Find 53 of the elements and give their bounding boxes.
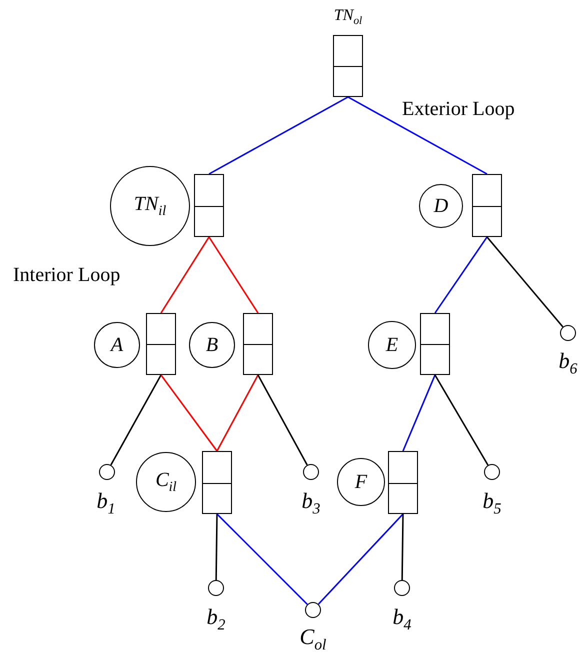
tree-edge xyxy=(402,374,436,452)
node-label: F xyxy=(354,470,368,494)
tree-edge xyxy=(401,514,404,580)
node-circle xyxy=(337,458,385,506)
leaf-circle xyxy=(303,464,319,480)
tree-edge xyxy=(486,236,564,328)
node-label: E xyxy=(386,334,398,356)
leaf-circle xyxy=(208,580,224,596)
split-box xyxy=(420,313,450,375)
leaf-circle xyxy=(305,602,321,618)
tree-edge xyxy=(434,374,489,466)
node-caption: b$_{6}$ xyxy=(558,350,578,377)
tree-edge xyxy=(208,236,259,314)
node-circle xyxy=(189,322,235,368)
split-box xyxy=(243,313,273,375)
node-label: D xyxy=(434,194,448,218)
leaf-circle xyxy=(484,464,500,480)
node-caption: b$_{2}$ xyxy=(206,606,226,633)
tree-edge xyxy=(110,374,162,466)
split-box xyxy=(194,174,224,237)
node-label: A xyxy=(110,334,124,356)
split-box xyxy=(202,451,232,514)
node-label: C$_{il}$ xyxy=(155,468,177,496)
split-box xyxy=(333,35,363,97)
node-caption: b$_{4}$ xyxy=(392,606,412,633)
node-caption: C$_{ol}$ xyxy=(300,626,326,653)
loop-label: Interior Loop xyxy=(13,264,120,287)
tree-edge xyxy=(216,374,259,452)
tree-edge xyxy=(318,513,404,605)
node-caption: b$_{3}$ xyxy=(302,490,320,517)
node-caption: b$_{5}$ xyxy=(482,490,502,517)
node-circle xyxy=(94,322,140,368)
loop-label: Exterior Loop xyxy=(402,98,515,121)
tree-edge xyxy=(208,96,348,175)
leaf-circle xyxy=(560,325,576,341)
split-box xyxy=(146,313,176,375)
split-box xyxy=(388,451,418,514)
node-caption: TN$_{ol}$ xyxy=(334,8,362,28)
node-label: TN$_{il}$ xyxy=(134,192,166,220)
tree-edge xyxy=(257,374,308,466)
node-caption: b$_{1}$ xyxy=(96,490,116,517)
node-circle xyxy=(419,184,463,228)
tree-edge xyxy=(216,513,308,605)
leaf-circle xyxy=(99,464,115,480)
split-box xyxy=(472,174,502,237)
tree-edge xyxy=(160,236,210,314)
node-label: B xyxy=(206,334,218,356)
tree-edge xyxy=(215,514,218,580)
tree-edge xyxy=(434,236,488,314)
tree-edge xyxy=(348,96,488,175)
leaf-circle xyxy=(394,580,410,596)
tree-edge xyxy=(160,374,218,452)
node-circle xyxy=(368,321,416,369)
